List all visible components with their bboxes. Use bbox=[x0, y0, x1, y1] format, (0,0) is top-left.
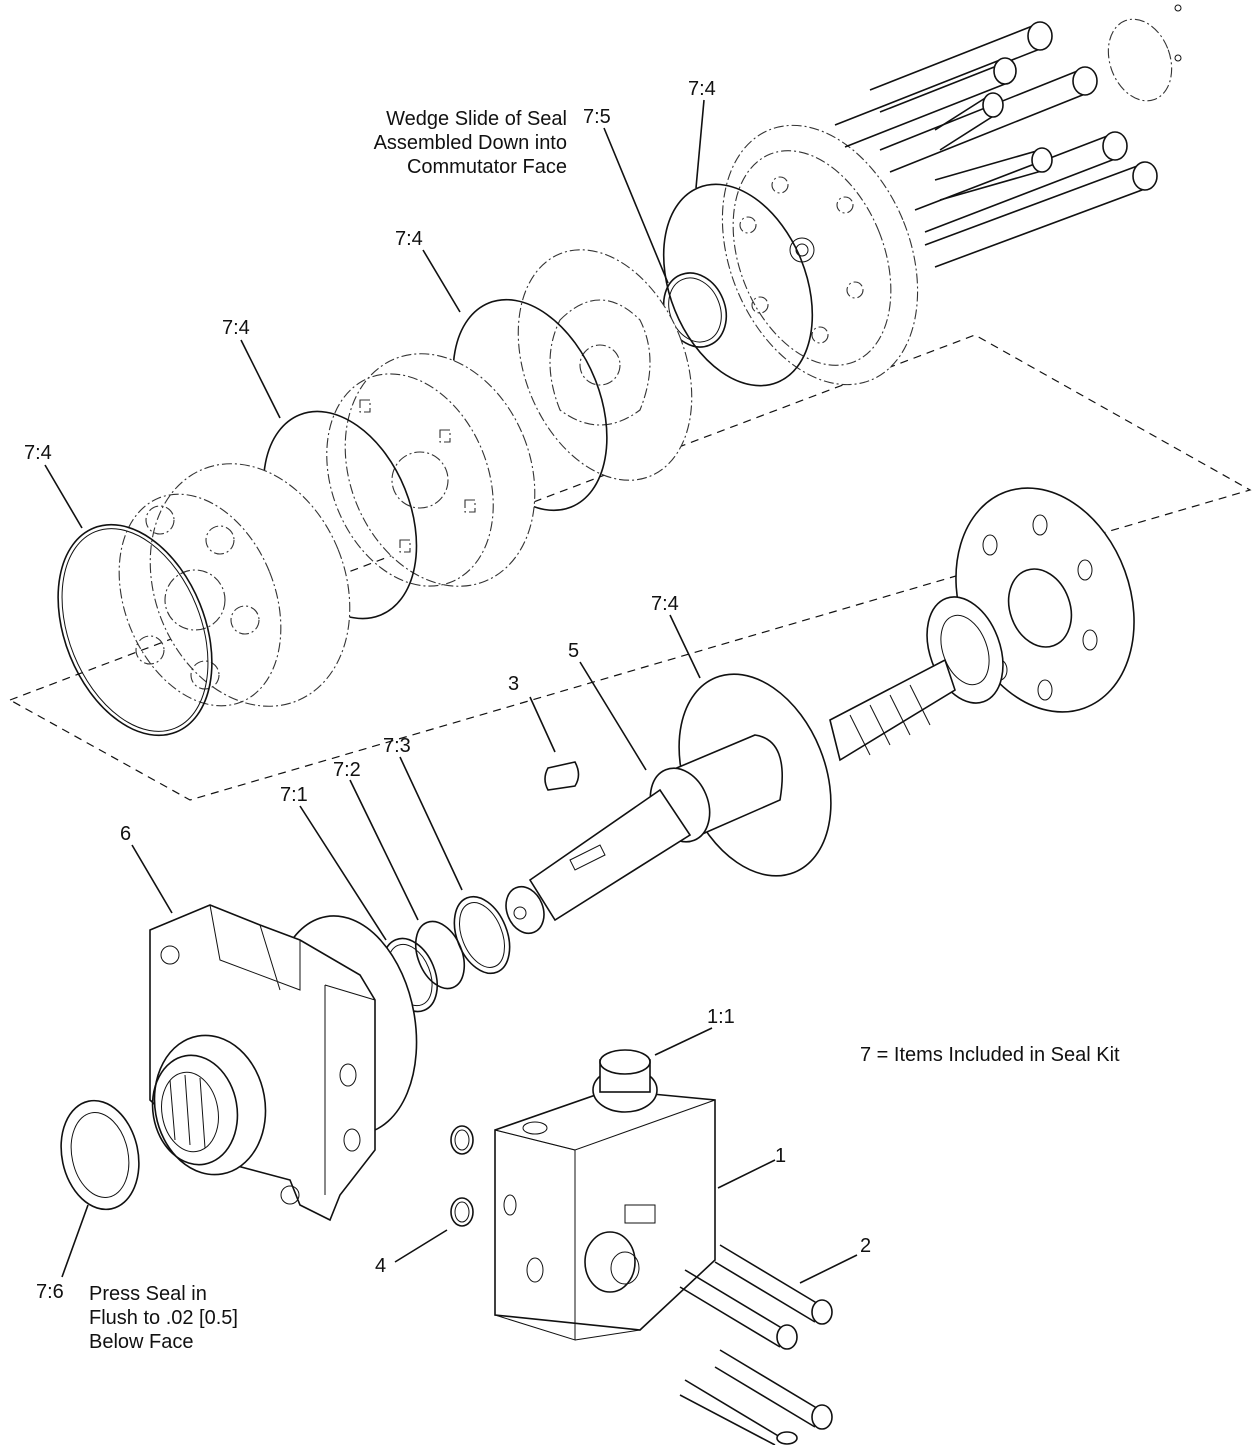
label-6: 6 bbox=[120, 823, 131, 845]
label-4: 4 bbox=[375, 1255, 386, 1277]
seal-7-2 bbox=[414, 920, 466, 990]
o-rings-4 bbox=[450, 1125, 474, 1227]
label-7-4-third: 7:4 bbox=[222, 317, 250, 339]
svg-text:Press Seal in: Press Seal in bbox=[89, 1283, 207, 1305]
cap-bolts bbox=[834, 21, 1158, 268]
note-press-seal: Press Seal in Flush to .02 [0.5] Below F… bbox=[89, 1283, 238, 1353]
label-7-3: 7:3 bbox=[383, 735, 411, 757]
callouts: 7:4 7:5 7:4 7:4 7:4 7:4 5 3 7:3 7:2 7:1 … bbox=[24, 78, 871, 1303]
cartridge-valve-1-1 bbox=[592, 1049, 658, 1113]
label-5: 5 bbox=[568, 640, 579, 662]
label-7-4-shaft: 7:4 bbox=[651, 593, 679, 615]
label-1: 1 bbox=[775, 1145, 786, 1167]
label-7-6: 7:6 bbox=[36, 1281, 64, 1303]
label-7-4-left: 7:4 bbox=[24, 442, 52, 464]
svg-text:Below Face: Below Face bbox=[89, 1331, 194, 1353]
svg-text:Commutator Face: Commutator Face bbox=[407, 156, 567, 178]
label-7-4-top: 7:4 bbox=[688, 78, 716, 100]
label-7-5: 7:5 bbox=[583, 106, 611, 128]
label-7-4-second: 7:4 bbox=[395, 228, 423, 250]
cover-plate bbox=[1107, 4, 1182, 102]
label-2: 2 bbox=[860, 1235, 871, 1257]
rotor-assembly bbox=[326, 353, 536, 587]
valve-block bbox=[494, 1089, 716, 1341]
stator bbox=[118, 463, 351, 707]
valve-bolts bbox=[679, 1244, 833, 1445]
label-1-1: 1:1 bbox=[707, 1006, 735, 1028]
svg-text:Assembled Down into: Assembled Down into bbox=[374, 132, 567, 154]
svg-text:Wedge Slide of Seal: Wedge Slide of Seal bbox=[386, 108, 567, 130]
note-wedge-slide: Wedge Slide of Seal Assembled Down into … bbox=[374, 108, 567, 178]
o-ring-7-4-top bbox=[662, 183, 814, 387]
end-cap bbox=[721, 124, 919, 386]
note-seal-kit: 7 = Items Included in Seal Kit bbox=[860, 1044, 1120, 1066]
relief-valve bbox=[584, 1231, 640, 1293]
svg-text:Flush to .02 [0.5]: Flush to .02 [0.5] bbox=[89, 1307, 238, 1329]
drive-shaft bbox=[505, 658, 956, 935]
shaft-key bbox=[544, 761, 580, 791]
commutator bbox=[517, 249, 693, 481]
leader-lines bbox=[44, 99, 858, 1284]
label-7-2: 7:2 bbox=[333, 759, 361, 781]
shaft-seal-7-6 bbox=[60, 1099, 140, 1211]
o-ring-7-4-left bbox=[57, 523, 213, 737]
label-3: 3 bbox=[508, 673, 519, 695]
housing bbox=[149, 904, 418, 1222]
label-7-1: 7:1 bbox=[280, 784, 308, 806]
